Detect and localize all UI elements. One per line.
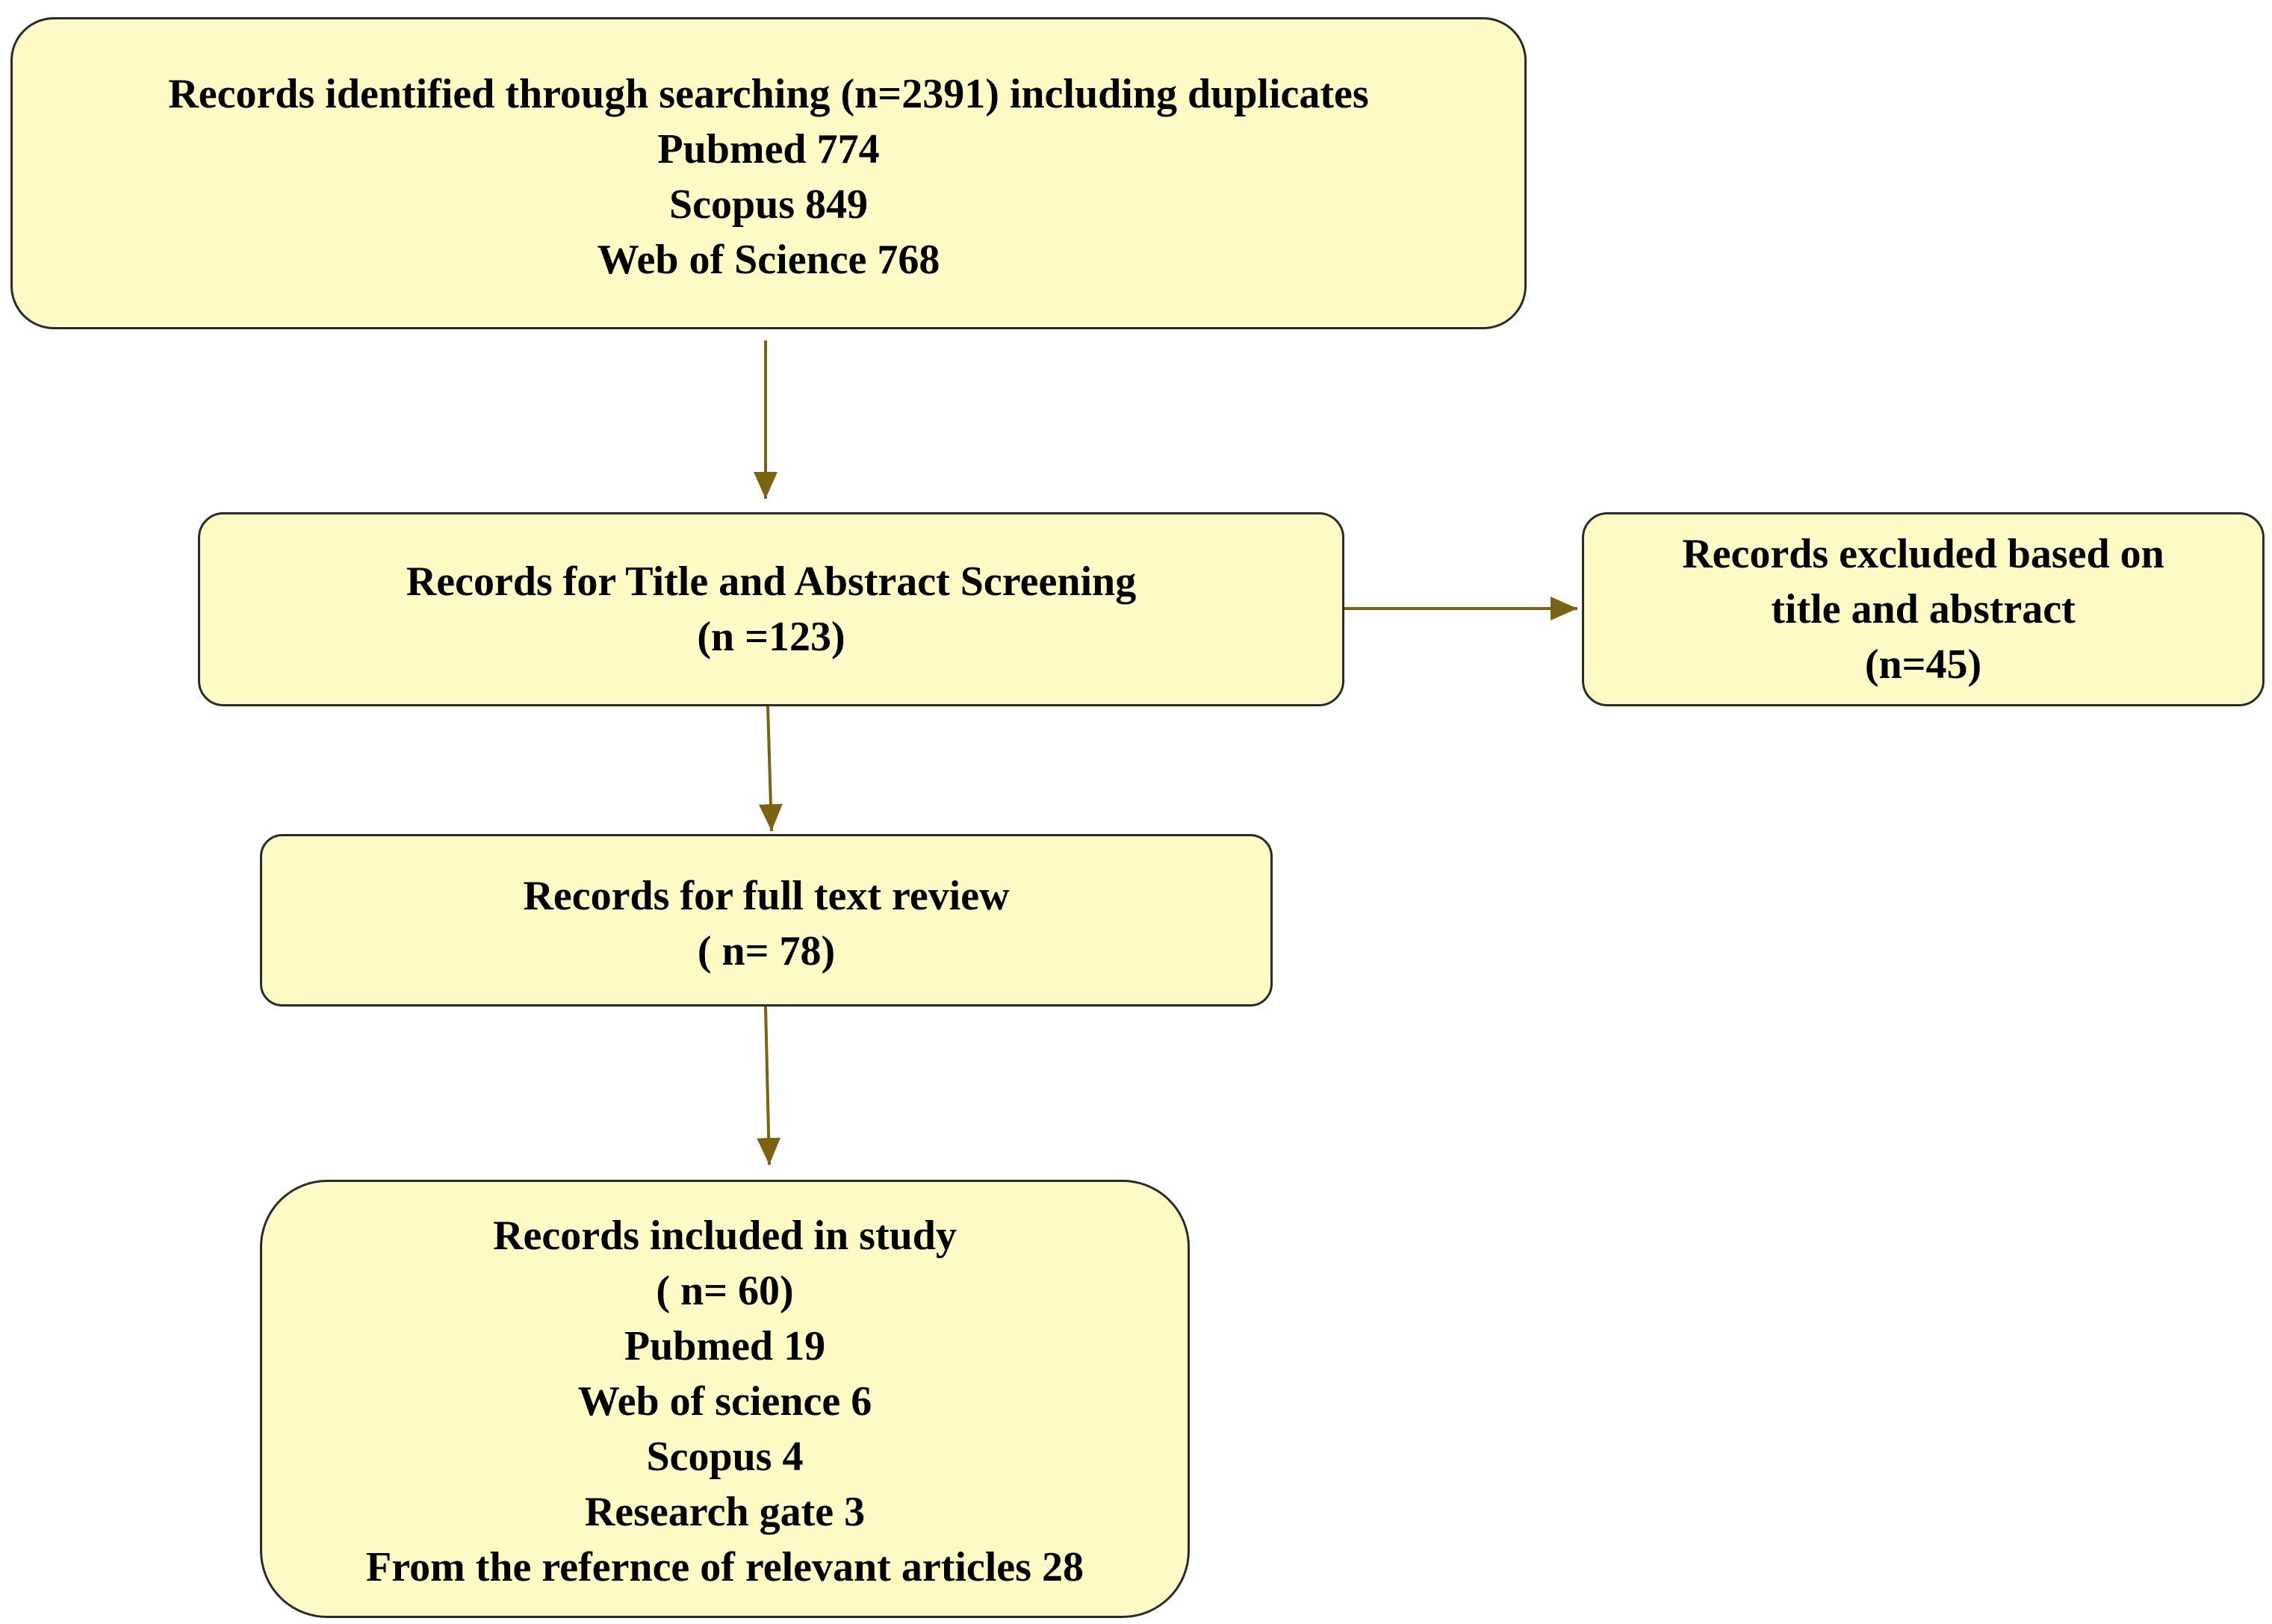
records-identified-heading: Records identified through searching (n=…	[168, 71, 1369, 117]
excluded-count: (n=45)	[1864, 641, 1982, 688]
included-scopus: Scopus 4	[646, 1434, 804, 1480]
screening-heading: Records for Title and Abstract Screening	[406, 559, 1137, 605]
included-count: ( n= 60)	[656, 1268, 794, 1314]
included-heading: Records included in study	[493, 1213, 957, 1259]
title-abstract-screening-box: Records for Title and Abstract Screening…	[198, 512, 1344, 706]
full-text-review-box: Records for full text review ( n= 78)	[260, 834, 1273, 1007]
records-excluded-box: Records excluded based on title and abst…	[1582, 512, 2265, 706]
scopus-count: Scopus 849	[668, 181, 869, 228]
records-included-box: Records included in study ( n= 60) Pubme…	[260, 1180, 1190, 1618]
excluded-heading-line-2: title and abstract	[1771, 586, 2076, 632]
arrow-screening-to-fulltext	[758, 706, 783, 832]
fulltext-count: ( n= 78)	[697, 928, 836, 974]
arrow-fulltext-to-included	[757, 1006, 781, 1166]
pubmed-count: Pubmed 774	[657, 126, 880, 172]
records-identified-box: Records identified through searching (n=…	[10, 17, 1527, 329]
web-of-science-count: Web of Science 768	[597, 237, 940, 283]
included-from-references: From the refernce of relevant articles 2…	[366, 1544, 1084, 1590]
fulltext-heading: Records for full text review	[523, 873, 1010, 919]
included-research-gate: Research gate 3	[584, 1489, 866, 1535]
excluded-heading-line-1: Records excluded based on	[1682, 531, 2164, 577]
included-pubmed: Pubmed 19	[624, 1323, 826, 1369]
included-web-of-science: Web of science 6	[577, 1378, 872, 1425]
screening-count: (n =123)	[697, 614, 845, 660]
